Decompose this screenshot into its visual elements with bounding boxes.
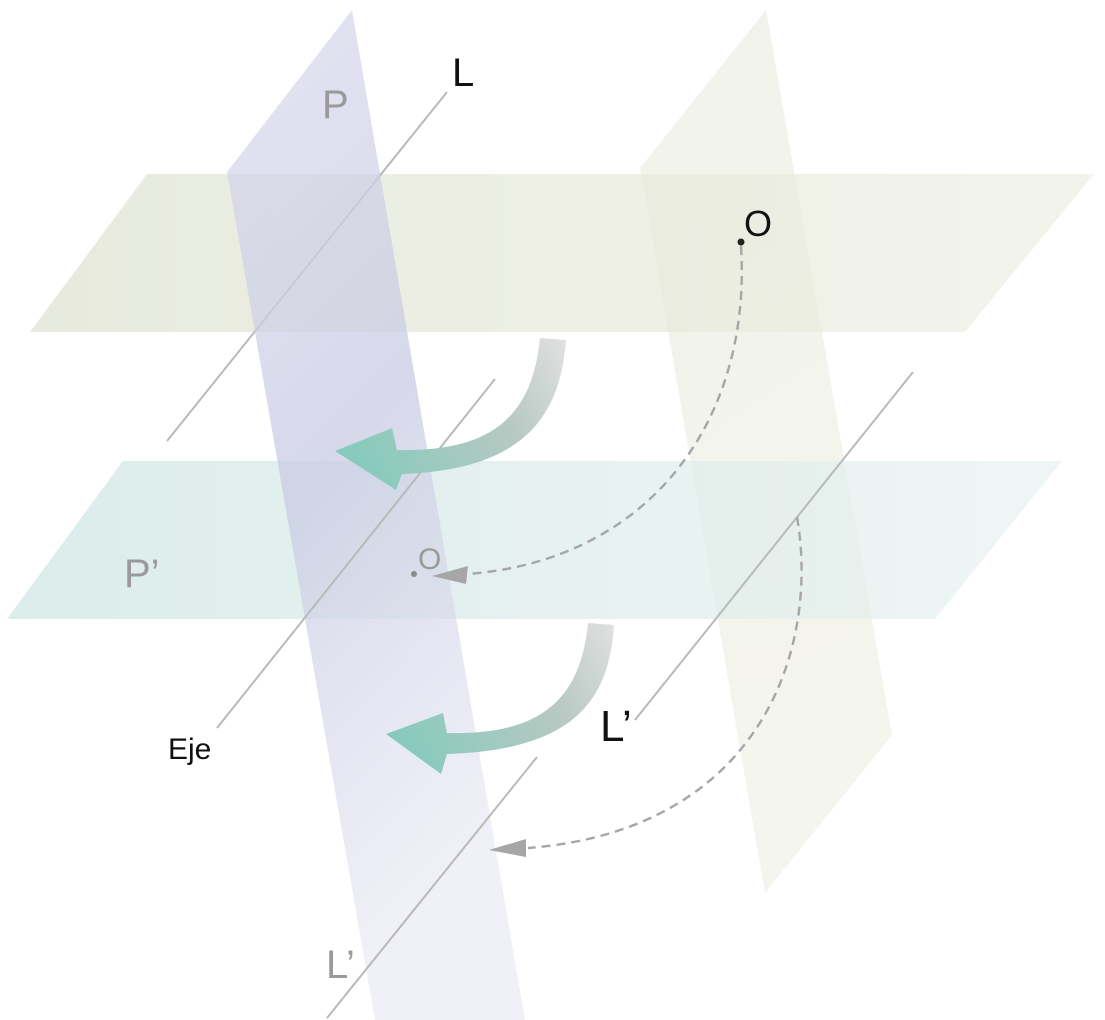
right-vertical-plane [640, 10, 892, 893]
label-line-l: L [452, 51, 474, 95]
axis-line [216, 378, 496, 729]
label-axis: Eje [168, 733, 211, 766]
upper-horizontal-plane [30, 174, 1094, 332]
label-plane-p-prime: P’ [124, 552, 160, 596]
line-l-prime-bottom [326, 756, 538, 1019]
label-line-l-prime-bottom: L’ [326, 943, 355, 987]
point-o [737, 238, 745, 246]
label-point-o-image: O [418, 543, 441, 576]
dashed-arrowhead-line-l-prime [489, 839, 526, 857]
dashed-arrowhead-o-image [432, 566, 468, 584]
dashed-path-o-to-o-image [467, 245, 743, 576]
plane-p [227, 10, 525, 1020]
label-plane-p: P [322, 83, 349, 127]
rotation-arrow-lower [386, 623, 614, 774]
line-l-prime-right [634, 371, 914, 721]
dashed-path-to-line-l-prime [527, 516, 803, 850]
label-line-l-prime-right: L’ [600, 702, 632, 751]
label-point-o: O [744, 203, 772, 244]
rotation-arrow-upper [335, 338, 566, 490]
point-o-image [411, 571, 417, 577]
plane-p-prime [7, 461, 1062, 619]
